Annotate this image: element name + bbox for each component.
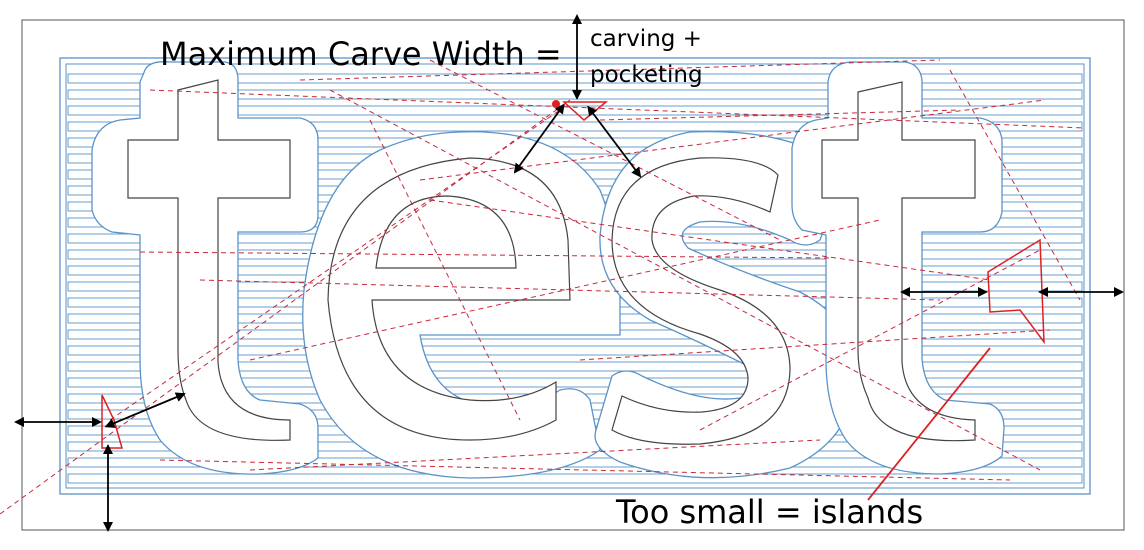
- max-carve-width-label: Maximum Carve Width =: [160, 35, 562, 73]
- letter-t1: [127, 79, 291, 441]
- carving-label: carving +: [590, 26, 702, 52]
- islands-pointer-line: [867, 347, 991, 501]
- arrow-top-left: [513, 103, 565, 174]
- letter-outlines: [127, 79, 976, 445]
- rapid-moves: [0, 59, 1086, 515]
- raster-pass: [67, 345, 1083, 356]
- island-top: [562, 101, 609, 121]
- island-dot: [552, 100, 560, 108]
- dimension-arrows: [14, 13, 1124, 532]
- arrow-left-diagonal: [104, 392, 186, 428]
- arrow-top-right: [587, 105, 642, 178]
- raster-pass: [67, 361, 1083, 372]
- letter-s: [611, 157, 791, 445]
- letter-t2: [821, 81, 976, 442]
- pocketing-label: pocketing: [590, 62, 703, 88]
- raster-pass: [67, 105, 1083, 116]
- raster-pass: [67, 473, 1083, 484]
- island-right: [987, 238, 1045, 345]
- raster-pass: [67, 121, 1083, 132]
- raster-pass: [67, 137, 1083, 148]
- islands-label: Too small = islands: [616, 493, 924, 531]
- raster-pass: [67, 377, 1083, 388]
